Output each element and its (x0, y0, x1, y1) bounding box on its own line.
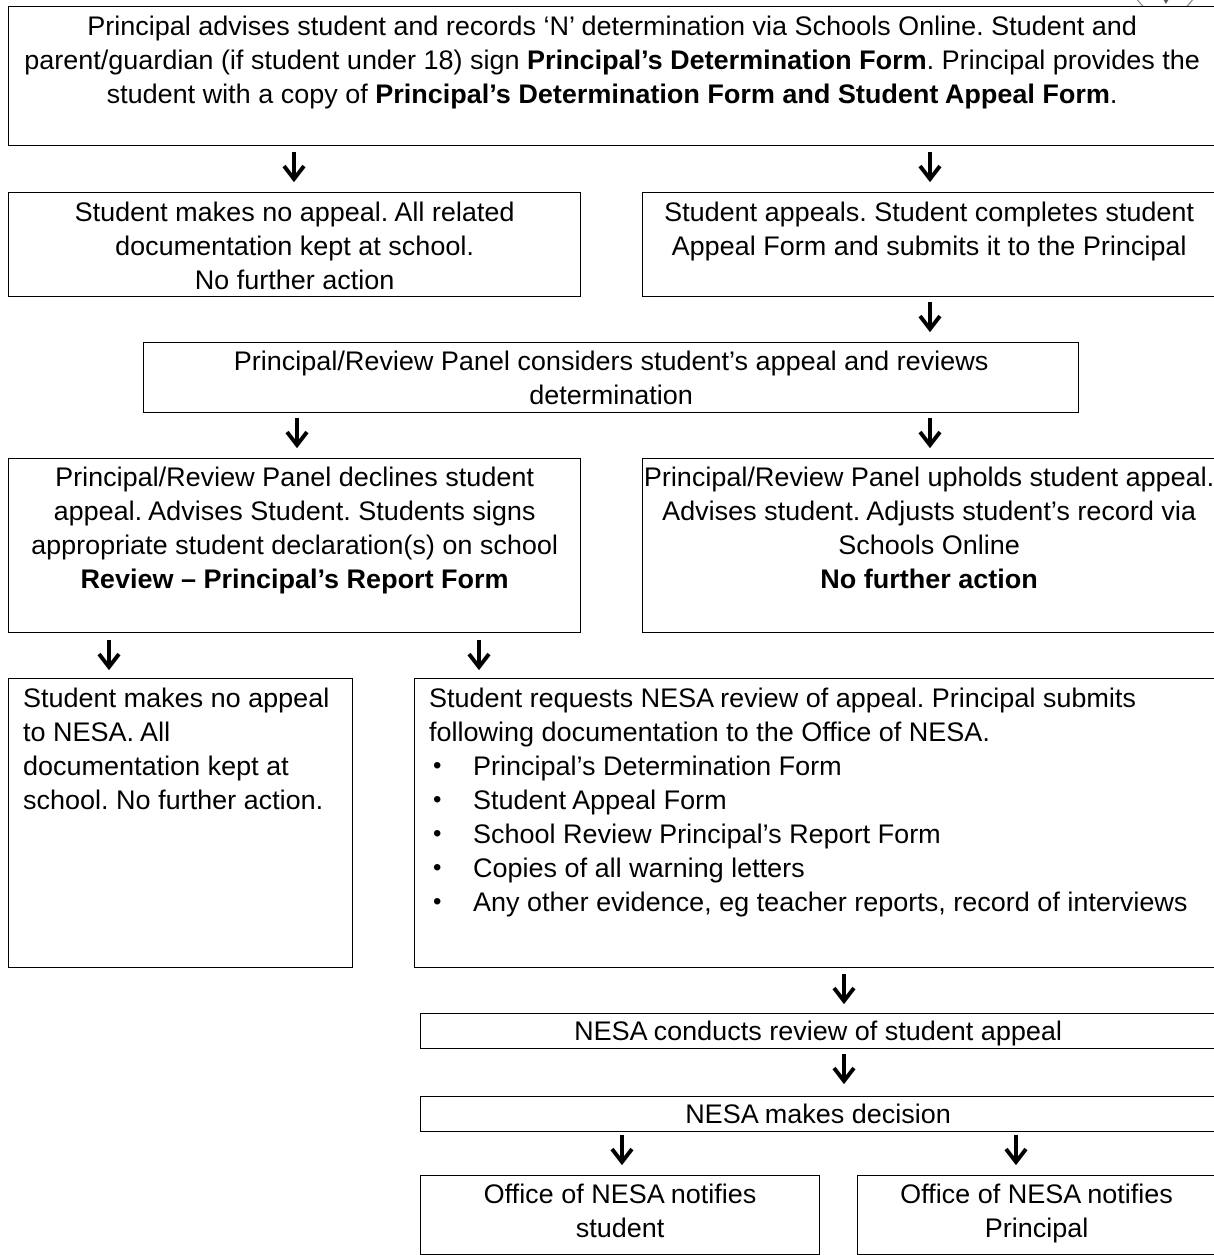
upholds-text: Principal/Review Panel upholds student a… (643, 462, 1214, 560)
documentation-list: Principal’s Determination Form Student A… (429, 749, 1207, 919)
step-review-panel: Principal/Review Panel considers student… (143, 342, 1079, 413)
list-item: Copies of all warning letters (433, 851, 1207, 885)
nesa-request-text: Student requests NESA review of appeal. … (429, 683, 1136, 747)
arrow-down-icon (610, 1135, 634, 1165)
no-appeal-line-1: Student makes no appeal. All related doc… (74, 197, 515, 261)
step-nesa-decision: NESA makes decision (420, 1096, 1214, 1132)
step-nesa-review: NESA conducts review of student appeal (420, 1013, 1214, 1049)
nesa-decision-text: NESA makes decision (685, 1099, 951, 1129)
step1-text-2: . Principal provides the student with a … (106, 45, 1200, 109)
step-no-nesa-appeal: Student makes no appeal to NESA. All doc… (8, 678, 353, 968)
step-notify-principal: Office of NESA notifies Principal (857, 1175, 1214, 1255)
list-item: Student Appeal Form (433, 783, 1207, 817)
step-panel-upholds: Principal/Review Panel upholds student a… (642, 458, 1214, 633)
arrow-down-icon (918, 152, 942, 182)
step1-text-3: . (1109, 79, 1118, 109)
arrow-down-icon (97, 640, 121, 670)
appeal-text: Student appeals. Student completes stude… (664, 197, 1194, 261)
arrow-down-icon (832, 1054, 856, 1084)
no-nesa-appeal-text: Student makes no appeal to NESA. All doc… (23, 683, 330, 815)
notify-student-text: Office of NESA notifies student (483, 1179, 757, 1243)
arrow-down-icon (467, 640, 491, 670)
declines-bold: Review – Principal’s Report Form (80, 564, 509, 594)
arrow-down-icon (918, 418, 942, 448)
arrow-down-icon (1004, 1135, 1028, 1165)
upholds-bold: No further action (820, 564, 1038, 594)
list-item: School Review Principal’s Report Form (433, 817, 1207, 851)
step-no-appeal: Student makes no appeal. All related doc… (8, 192, 581, 297)
list-item: Principal’s Determination Form (433, 749, 1207, 783)
step-panel-declines: Principal/Review Panel declines student … (8, 458, 581, 633)
step-notify-student: Office of NESA notifies student (420, 1175, 820, 1255)
step1-bold-1: Principal’s Determination Form (527, 45, 927, 75)
arrow-down-icon (918, 302, 942, 332)
arrow-down-icon (285, 418, 309, 448)
nesa-review-text: NESA conducts review of student appeal (574, 1016, 1062, 1046)
step-student-appeals: Student appeals. Student completes stude… (642, 192, 1214, 297)
arrow-down-icon (282, 152, 306, 182)
review-panel-text: Principal/Review Panel considers student… (233, 346, 989, 410)
step1-bold-2: Principal’s Determination Form and Stude… (375, 79, 1110, 109)
declines-text: Principal/Review Panel declines student … (31, 462, 558, 560)
step1-text-1: Principal advises student and records ‘N… (24, 11, 1137, 75)
list-item: Any other evidence, eg teacher reports, … (433, 885, 1207, 919)
step-principal-determination: Principal advises student and records ‘N… (8, 6, 1214, 146)
notify-principal-text: Office of NESA notifies Principal (900, 1179, 1173, 1243)
step-nesa-request: Student requests NESA review of appeal. … (414, 678, 1214, 968)
arrow-down-icon (832, 974, 856, 1004)
no-appeal-line-2: No further action (194, 265, 395, 295)
